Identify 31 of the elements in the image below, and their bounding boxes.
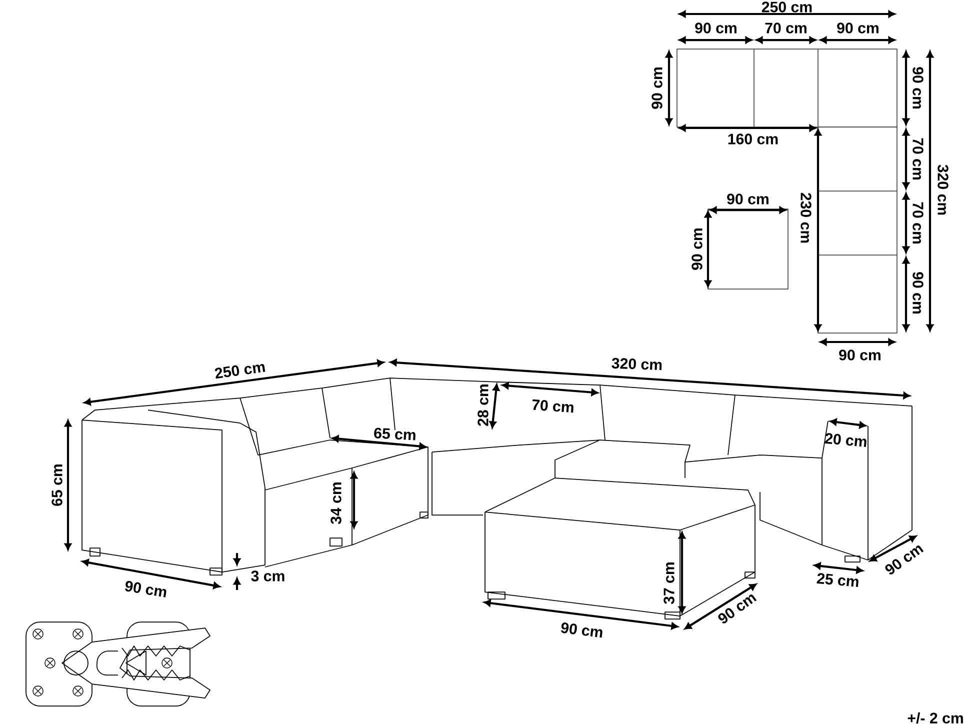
dimension-label: 70 cm: [912, 202, 924, 244]
dimension-label: 250 cm: [214, 364, 266, 379]
dimension-label: 90 cm: [692, 228, 702, 270]
dimension-label: 160 cm: [728, 134, 778, 144]
dimension-label: 25 cm: [816, 573, 858, 587]
dimension-label: 230 cm: [800, 192, 812, 243]
dimension-label: 320 cm: [612, 358, 662, 370]
dimension-label: 90 cm: [727, 194, 768, 204]
dimension-label: 90 cm: [561, 622, 602, 638]
dimension-label: 34 cm: [330, 482, 342, 524]
dimension-label: 70 cm: [765, 22, 806, 34]
dimension-label: 28 cm: [478, 384, 488, 426]
dimension-label: 70 cm: [532, 399, 574, 413]
dimension-label: 90 cm: [837, 22, 878, 34]
dimension-label: 65 cm: [374, 428, 416, 440]
dimension-label: +/- 2 cm: [908, 712, 963, 724]
dimension-label: 320 cm: [938, 164, 948, 215]
dimension-label: 20 cm: [824, 433, 866, 447]
dimension-label: 37 cm: [664, 562, 674, 604]
dimension-label: 3 cm: [251, 570, 284, 582]
dimension-label: 90 cm: [695, 22, 736, 34]
dimension-label: 90 cm: [652, 68, 662, 109]
dimension-label: 90 cm: [912, 67, 924, 108]
dimension-label: 250 cm: [762, 2, 812, 12]
dimension-label: 90 cm: [125, 580, 166, 598]
dimension-label: 70 cm: [912, 138, 924, 180]
dimension-label: 65 cm: [52, 464, 62, 506]
dimension-label: 90 cm: [718, 594, 757, 624]
dimension-label: 90 cm: [885, 546, 924, 574]
dimension-label: 90 cm: [912, 272, 924, 314]
dimension-label: 90 cm: [839, 350, 880, 360]
